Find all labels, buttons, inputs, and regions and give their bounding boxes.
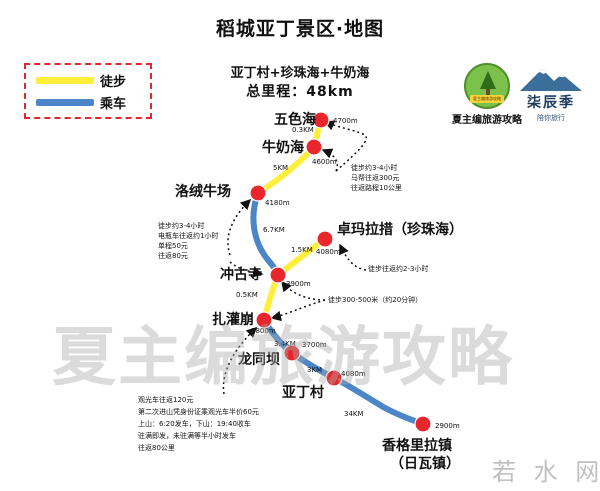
- point-luorong: [249, 184, 267, 202]
- brand-logo: 柒辰季 陪你旅行: [512, 66, 590, 123]
- note-bus-4: 往返80公里: [138, 443, 175, 452]
- point-zhaguan: [255, 311, 273, 329]
- hiking-route-zhuoma: [275, 236, 328, 278]
- dist-niunai: 5KM: [273, 164, 288, 172]
- note-luorong-2: 单程50元: [158, 241, 188, 250]
- point-longtong: [283, 344, 301, 362]
- alt-shangri: 2900m: [435, 422, 460, 430]
- alt-niunai: 4600m: [312, 158, 337, 166]
- label-shangri: 香格里拉镇: [381, 437, 452, 454]
- note-luorong-0: 徒步约3-4小时: [158, 221, 204, 230]
- dist-chonggu: 0.5KM: [236, 291, 258, 299]
- total-distance: 总里程：48km: [246, 84, 354, 100]
- tree-badge-icon: 夏主编旅游攻略: [464, 63, 510, 109]
- note-niunai-1: 马帮往返300元: [351, 173, 399, 182]
- point-yading: [325, 369, 343, 387]
- dist-longtong: 3KM: [307, 366, 322, 374]
- note-bus-2: 上山：6:20发车，下山：19:40收车: [138, 419, 251, 428]
- note-luorong-1: 电瓶车往返约1小时: [158, 231, 218, 240]
- note-arrow-zhuoma: [339, 243, 367, 271]
- alt-chonggu: 3900m: [286, 280, 311, 288]
- label-yading: 亚丁村: [282, 384, 324, 401]
- note-arrow-bus: [222, 326, 258, 395]
- note-bus-3: 驻满即发，未驻满等半小时发车: [138, 431, 236, 440]
- alt-zhuoma: 4080m: [316, 248, 341, 256]
- note-arrow-luorong-down: [229, 261, 264, 278]
- note-niunai-2: 往返路程10公里: [351, 183, 402, 192]
- brand-logo-sub: 陪你旅行: [537, 114, 565, 122]
- note-luorong-3: 往返80元: [158, 251, 188, 260]
- guide-logo-label: 夏主编旅游攻略: [452, 115, 522, 126]
- legend-hiking-label: 徒步: [100, 75, 127, 90]
- note-niunai-0: 徒步约3-4小时: [351, 163, 397, 172]
- label-wuse: 五色海: [274, 111, 316, 128]
- legend: 徒步 乘车: [24, 63, 152, 119]
- mountain-icon: [520, 69, 582, 91]
- note-bus-1: 第二次进山凭身份证乘观光车半价60元: [138, 407, 259, 416]
- point-wuse: [312, 111, 330, 129]
- route-subtitle: 亚丁村+珍珠海+牛奶海: [230, 66, 370, 81]
- label-niunai: 牛奶海: [262, 139, 304, 156]
- guide-logo: 夏主编旅游攻略 夏主编旅游攻略: [452, 63, 522, 126]
- point-chonggu: [269, 266, 287, 284]
- dist-zhaguan: 3.4KM: [274, 340, 296, 348]
- dist-luorong: 6.7KM: [263, 226, 285, 234]
- label-zhuoma: 卓玛拉措（珍珠海）: [337, 221, 463, 238]
- dist-yading: 34KM: [344, 410, 364, 418]
- dist-wuse: 0.3KM: [292, 126, 314, 134]
- note-chonggu: 徒步300-500米（约20分钟）: [328, 295, 422, 304]
- riding-line-swatch: [36, 99, 94, 106]
- brand-logo-label: 柒辰季: [527, 95, 575, 111]
- label-luorong: 洛绒牛场: [175, 183, 231, 200]
- note-arrow-chonggu: [281, 280, 326, 301]
- hiking-line-swatch: [36, 77, 94, 84]
- badge-tag: 夏主编旅游攻略: [470, 95, 504, 103]
- dist-zhuoma: 1.5KM: [291, 246, 313, 254]
- site-watermark: 若 水 网: [492, 458, 600, 486]
- note-arrow-niunai-b: [321, 148, 339, 172]
- label-zhaguan: 扎灌崩: [212, 311, 254, 328]
- point-shangri: [414, 415, 432, 433]
- label-chonggu: 冲古寺: [220, 266, 262, 283]
- label-shangri-alt-name: （日瓦镇）: [390, 455, 460, 472]
- note-zhuoma: 徒步往返约2-3小时: [368, 264, 428, 273]
- point-niunai: [305, 138, 323, 156]
- map-title: 稻城亚丁景区·地图: [215, 18, 385, 40]
- alt-luorong: 4180m: [265, 199, 290, 207]
- alt-yading: 4080m: [341, 370, 366, 378]
- note-bus-0: 观光车往返120元: [138, 395, 193, 404]
- alt-longtong: 3700m: [302, 341, 327, 349]
- note-arrow-chonggu-b: [270, 299, 326, 322]
- note-arrow-luorong-up: [227, 198, 252, 256]
- alt-wuse: 4700m: [333, 117, 358, 125]
- alt-zhaguan: 3800m: [251, 327, 276, 335]
- legend-riding-label: 乘车: [100, 97, 127, 112]
- label-longtong: 龙同坝: [237, 351, 280, 368]
- point-zhuoma: [316, 230, 334, 248]
